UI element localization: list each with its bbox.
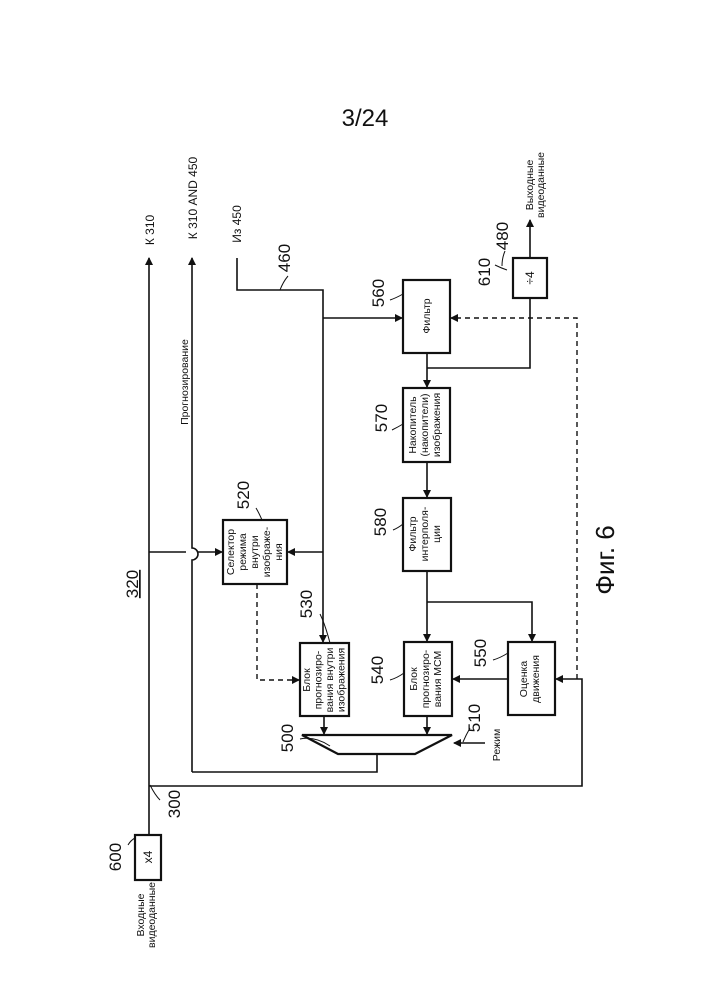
from-450-label: Из 450 <box>230 205 244 243</box>
block-540-mcm: Блокпрогнозиро-вания МСМ <box>404 642 452 716</box>
svg-text:Оценкадвижения: Оценкадвижения <box>518 655 542 703</box>
block-530-intra-pred: Блокпрогнозиро-вания внутриизображения <box>300 643 349 716</box>
block-550-motion-est: Оценкадвижения <box>508 642 555 715</box>
output-video-label: Выходныевидеоданные <box>524 152 547 218</box>
block-500-switch <box>302 735 452 754</box>
sheet-number: 3/24 <box>342 105 389 132</box>
svg-text:580: 580 <box>371 508 390 536</box>
svg-text:510: 510 <box>465 704 484 732</box>
svg-text:÷4: ÷4 <box>523 271 537 285</box>
svg-text:570: 570 <box>372 404 391 432</box>
svg-text:550: 550 <box>471 639 490 667</box>
figure-caption: Фиг. 6 <box>590 525 620 595</box>
block-520-mode-selector: Селекторрежимавнутриизображе-ния <box>223 520 287 584</box>
svg-text:Фильтр: Фильтр <box>421 298 433 333</box>
svg-text:460: 460 <box>275 244 294 272</box>
svg-text:520: 520 <box>234 481 253 509</box>
block-560-filter: Фильтр <box>403 280 450 353</box>
to-310-450-label: К 310 AND 450 <box>186 156 200 239</box>
input-video-label: Входныевидеоданные <box>135 882 158 948</box>
svg-text:560: 560 <box>369 279 388 307</box>
svg-text:540: 540 <box>368 656 387 684</box>
block-610: ÷4 <box>513 258 547 298</box>
svg-text:530: 530 <box>297 590 316 618</box>
prediction-label: Прогнозирование <box>179 339 191 425</box>
svg-text:x4: x4 <box>141 850 155 863</box>
mode-label: Режим <box>491 729 503 761</box>
svg-text:600: 600 <box>106 843 125 871</box>
block-ref-320: 320 <box>123 570 142 598</box>
block-570-picture-store: Накопитель(накопители)изображения <box>403 388 450 462</box>
to-310-label: К 310 <box>143 215 157 246</box>
svg-text:Накопитель(накопители)изображе: Накопитель(накопители)изображения <box>407 393 443 457</box>
block-580-interp-filter: Фильтринтерполя-ции <box>403 498 451 571</box>
block-600: x4 <box>135 835 161 880</box>
svg-text:300: 300 <box>165 790 184 818</box>
svg-text:610: 610 <box>475 258 494 286</box>
svg-text:480: 480 <box>493 222 512 250</box>
svg-text:500: 500 <box>278 724 297 752</box>
